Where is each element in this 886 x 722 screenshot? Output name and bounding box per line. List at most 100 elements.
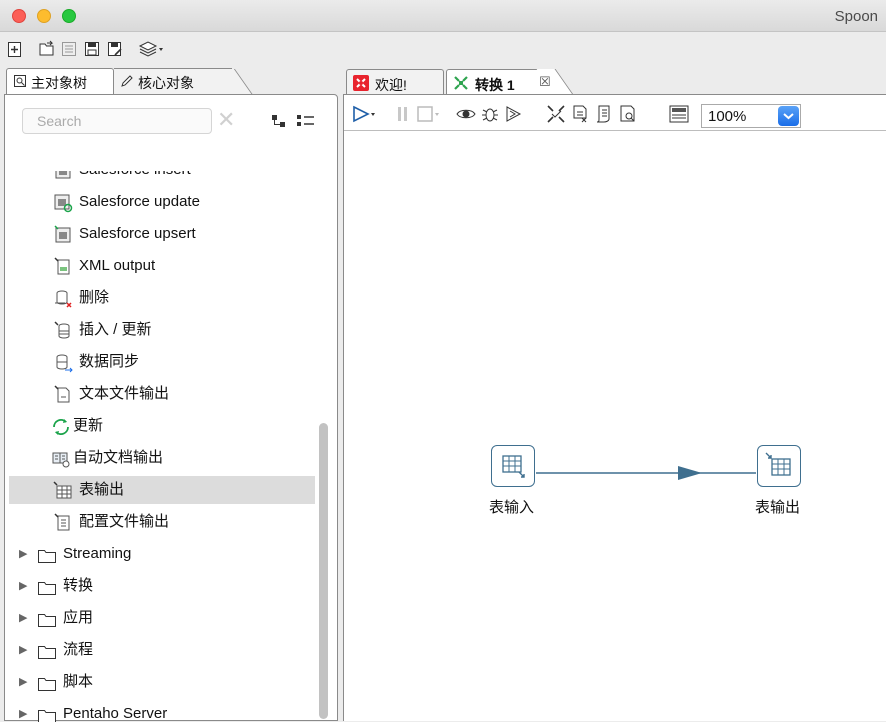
zoom-dropdown-button[interactable]	[778, 106, 799, 126]
tree-item-label: 更新	[73, 417, 104, 434]
maximize-window-button[interactable]	[62, 9, 76, 23]
welcome-icon	[353, 75, 369, 91]
tree-folder-label: 流程	[63, 641, 94, 658]
tree-item-label: 表输出	[79, 481, 125, 498]
tree-folder-label: Pentaho Server	[63, 705, 168, 722]
tree-folder-utility[interactable]: ▶ 应用	[5, 604, 311, 632]
tree-item-delete[interactable]: 删除	[5, 284, 311, 312]
explore-repository-icon[interactable]	[60, 40, 78, 58]
tree-item-insert-update[interactable]: 插入 / 更新	[5, 316, 311, 344]
clear-search-icon[interactable]: ✕	[217, 107, 236, 132]
text-file-output-icon	[54, 385, 70, 403]
left-panel-tabs: 核心对象 主对象树	[4, 66, 338, 96]
sql-icon[interactable]	[594, 104, 614, 124]
run-icon[interactable]	[352, 104, 378, 124]
delete-step-icon	[55, 290, 72, 308]
tree-folder-transform[interactable]: ▶ 转换	[5, 572, 311, 600]
expand-arrow-icon[interactable]: ▶	[19, 580, 28, 592]
editor-tabs: 欢迎! 转换 1 ☒	[343, 66, 886, 96]
tree-item-label: 配置文件输出	[79, 513, 170, 530]
show-results-icon[interactable]	[668, 104, 690, 124]
perspective-icon[interactable]	[138, 40, 164, 58]
tab-welcome[interactable]: 欢迎!	[346, 69, 444, 96]
tree-item-label: 文本文件输出	[79, 385, 170, 402]
new-file-icon[interactable]	[6, 40, 24, 58]
tree-folder-flow[interactable]: ▶ 流程	[5, 636, 311, 664]
step-table-input-label: 表输入	[489, 499, 535, 516]
expand-arrow-icon[interactable]: ▶	[19, 644, 28, 656]
save-icon[interactable]	[83, 40, 101, 58]
expand-arrow-icon[interactable]: ▶	[19, 548, 28, 560]
core-objects-tree: Salesforce insert Salesforce update Sale…	[5, 171, 315, 722]
tree-item-xml-output[interactable]: XML output	[5, 252, 311, 280]
tree-item-label: Salesforce update	[79, 193, 200, 210]
transformation-editor: 100% 表输入	[343, 94, 886, 721]
tab-welcome-label: 欢迎!	[375, 77, 407, 93]
tree-folder-label: Streaming	[63, 545, 132, 562]
tree-item-data-sync[interactable]: 数据同步	[5, 348, 311, 376]
replay-icon[interactable]	[504, 104, 524, 124]
tab-main-tree[interactable]: 主对象树	[6, 68, 114, 94]
tree-item-salesforce-upsert[interactable]: Salesforce upsert	[5, 220, 311, 248]
zoom-value: 100%	[708, 108, 747, 125]
expand-arrow-icon[interactable]: ▶	[19, 612, 28, 624]
tree-folder-label: 脚本	[63, 673, 94, 690]
tree-item-auto-doc-output[interactable]: 自动文档输出	[5, 444, 311, 472]
tab-core-objects[interactable]: 核心对象	[114, 68, 232, 94]
window-title: Spoon	[834, 8, 878, 25]
hop-layer	[536, 466, 756, 480]
properties-output-icon	[54, 513, 70, 531]
tree-tools	[272, 115, 314, 127]
step-table-output[interactable]	[757, 445, 801, 487]
tree-item-label: 自动文档输出	[73, 449, 164, 466]
tree-item-label: Salesforce insert	[79, 171, 191, 184]
verify-icon[interactable]	[546, 104, 566, 124]
tree-item-update[interactable]: 更新	[5, 412, 311, 440]
close-tab-icon[interactable]: ☒	[539, 74, 551, 89]
close-window-button[interactable]	[12, 9, 26, 23]
tab-core-objects-label: 核心对象	[138, 75, 194, 91]
folder-icon	[38, 710, 56, 722]
search-input[interactable]: Search	[22, 108, 212, 134]
update-icon	[53, 419, 69, 435]
salesforce-upsert-icon	[54, 225, 71, 243]
tree-scrollbar[interactable]	[319, 423, 328, 719]
canvas-toolbar: 100%	[344, 95, 886, 131]
tree-item-salesforce-insert[interactable]: Salesforce insert	[5, 171, 311, 184]
stop-icon[interactable]	[416, 104, 444, 124]
collapse-all-icon[interactable]	[272, 115, 285, 127]
tree-item-text-file-output[interactable]: 文本文件输出	[5, 380, 311, 408]
xml-output-icon	[54, 257, 70, 275]
tree-folder-label: 应用	[63, 609, 94, 626]
step-table-output-label: 表输出	[755, 499, 801, 516]
zoom-select[interactable]: 100%	[701, 104, 801, 128]
transformation-icon	[454, 76, 468, 90]
explore-db-icon[interactable]	[618, 104, 638, 124]
tree-folder-streaming[interactable]: ▶ Streaming	[5, 540, 311, 568]
transformation-canvas[interactable]: 表输入 表输出	[344, 132, 886, 722]
expand-all-icon[interactable]	[297, 115, 314, 126]
impact-icon[interactable]	[570, 104, 590, 124]
step-table-input[interactable]	[491, 445, 535, 487]
tree-item-table-output[interactable]: 表输出	[9, 476, 315, 504]
tree-icon	[14, 75, 26, 87]
tree-folder-scripting[interactable]: ▶ 脚本	[5, 668, 311, 696]
tree-item-salesforce-update[interactable]: Salesforce update	[5, 188, 311, 216]
tree-item-properties-output[interactable]: 配置文件输出	[5, 508, 311, 536]
salesforce-update-icon	[54, 194, 73, 213]
tab-transformation-1[interactable]: 转换 1 ☒	[446, 69, 556, 96]
expand-arrow-icon[interactable]: ▶	[19, 708, 28, 720]
tree-folder-pentaho-server[interactable]: ▶ Pentaho Server	[5, 700, 311, 722]
tree-item-label: 删除	[79, 289, 110, 306]
insert-update-icon	[54, 321, 70, 339]
folder-icon	[38, 614, 56, 627]
pause-icon[interactable]	[394, 104, 414, 124]
minimize-window-button[interactable]	[37, 9, 51, 23]
table-output-icon	[765, 452, 791, 476]
folder-icon	[38, 550, 56, 563]
expand-arrow-icon[interactable]: ▶	[19, 676, 28, 688]
save-as-icon[interactable]	[106, 40, 124, 58]
debug-icon[interactable]	[480, 104, 500, 124]
open-file-icon[interactable]	[38, 40, 56, 58]
preview-icon[interactable]	[456, 104, 476, 124]
